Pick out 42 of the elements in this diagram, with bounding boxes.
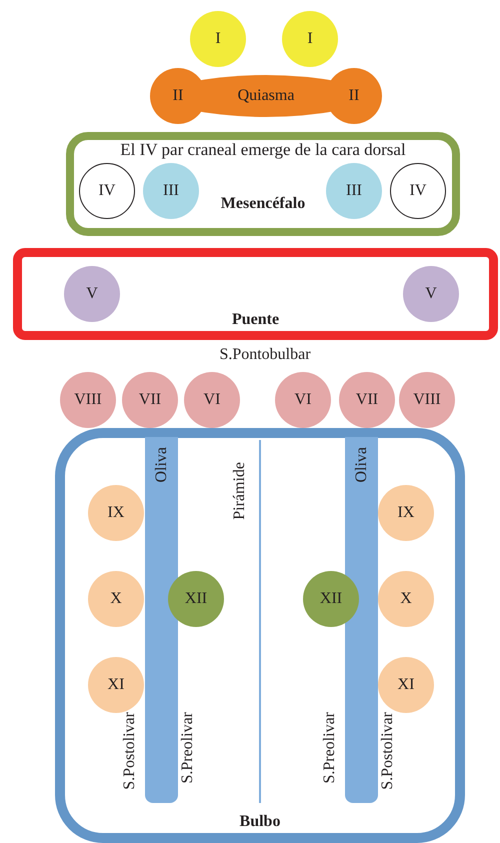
nerve-circle: IX [378,485,434,541]
region-box [66,132,460,236]
nerve-circle: III [326,163,382,219]
nerve-circle: X [378,571,434,627]
nerve-circle: X [88,571,144,627]
region-box [55,428,465,843]
nerve-circle: XII [303,571,359,627]
nerve-circle: VI [275,372,331,428]
olive-band [145,437,178,803]
nerve-circle: IV [79,163,135,219]
nerve-circle: III [143,163,199,219]
nerve-circle: XII [168,571,224,627]
nerve-label: II [172,87,184,105]
nerve-circle: VI [184,372,240,428]
note-text: El IV par craneal emerge de la cara dorsal [119,140,407,160]
region-label: S.Preolivar [179,712,197,784]
nerve-circle: V [64,266,120,322]
nerve-circle: VII [122,372,178,428]
nerve-circle: VIII [60,372,116,428]
nerve-circle: I [282,11,338,67]
nerve-circle: VII [339,372,395,428]
region-label: Mesencéfalo [220,195,306,213]
nerve-circle: XI [88,657,144,713]
region-label: S.Postolivar [121,712,139,790]
band-label: Oliva [152,447,170,483]
nerve-circle: IV [390,163,446,219]
region-label: S.Pontobulbar [218,346,312,364]
region-label: Puente [230,311,280,329]
nerve-circle: I [190,11,246,67]
nerve-circle: VIII [399,372,455,428]
region-label: Pirámide [231,462,249,520]
band-label: Oliva [352,447,370,483]
nerve-circle: V [403,266,459,322]
nerve-label: Quiasma [238,87,294,105]
olive-band [345,437,378,803]
nerve-circle: XI [378,657,434,713]
region-box [13,248,498,340]
nerve-circle: IX [88,485,144,541]
region-label: Bulbo [238,813,282,831]
region-label: S.Preolivar [321,712,339,784]
region-label: S.Postolivar [379,712,397,790]
nerve-label: II [348,87,360,105]
